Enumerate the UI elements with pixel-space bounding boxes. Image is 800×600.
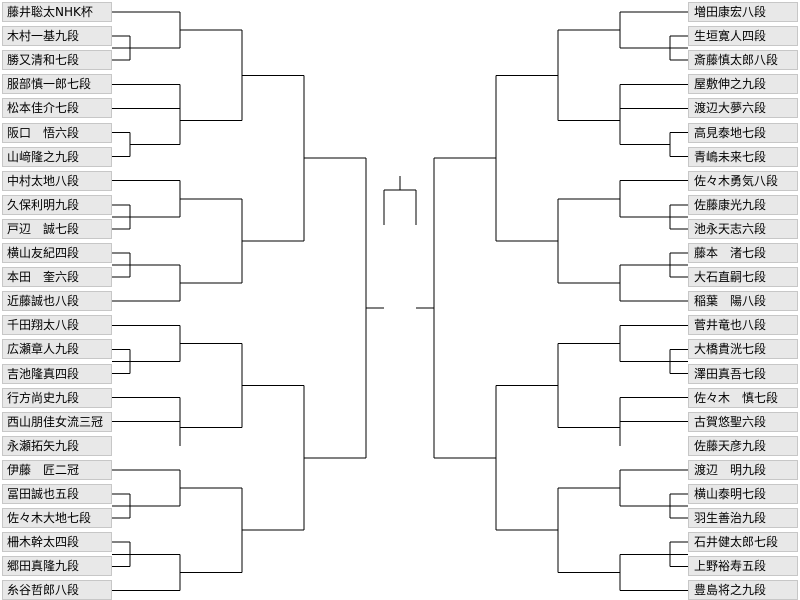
left-player-20[interactable]: 伊藤 匠二冠 [2, 459, 112, 480]
left-player-11[interactable]: 横山友紀四段 [2, 243, 112, 263]
left-player-10[interactable]: 戸辺 誠七段 [2, 218, 112, 239]
right-player-8[interactable]: 佐々木勇気八段 [688, 170, 798, 191]
left-player-4[interactable]: 服部慎一郎七段 [2, 74, 112, 95]
right-player-3[interactable]: 斎藤慎太郎八段 [688, 50, 798, 71]
right-player-10[interactable]: 池永天志六段 [688, 218, 798, 239]
left-player-22[interactable]: 佐々木大地七段 [2, 508, 112, 529]
right-player-16[interactable]: 澤田真吾七段 [688, 363, 798, 384]
left-player-6[interactable]: 阪口 悟六段 [2, 122, 112, 143]
left-player-24[interactable]: 郷田真隆九段 [2, 556, 112, 577]
right-player-6[interactable]: 高見泰地七段 [688, 122, 798, 143]
right-player-5[interactable]: 渡辺大夢六段 [688, 98, 798, 119]
right-player-7[interactable]: 青嶋未来七段 [688, 146, 798, 167]
right-player-22[interactable]: 羽生善治九段 [688, 508, 798, 529]
left-player-15[interactable]: 広瀬章人九段 [2, 339, 112, 360]
right-player-21[interactable]: 横山泰明七段 [688, 484, 798, 504]
right-player-9[interactable]: 佐藤康光九段 [688, 194, 798, 215]
right-player-2[interactable]: 生垣寛人四段 [688, 26, 798, 47]
right-player-20[interactable]: 渡辺 明九段 [688, 459, 798, 480]
left-player-16[interactable]: 吉池隆真四段 [2, 363, 112, 384]
left-player-21[interactable]: 冨田誠也五段 [2, 484, 112, 504]
left-player-14[interactable]: 千田翔太八段 [2, 315, 112, 336]
right-player-11[interactable]: 藤本 渚七段 [688, 243, 798, 263]
left-player-8[interactable]: 中村太地八段 [2, 170, 112, 191]
left-player-5[interactable]: 松本佳介七段 [2, 98, 112, 119]
left-player-12[interactable]: 本田 奎六段 [2, 267, 112, 288]
left-player-23[interactable]: 柵木幹太四段 [2, 532, 112, 553]
right-player-17[interactable]: 佐々木 慎七段 [688, 387, 798, 408]
left-player-25[interactable]: 糸谷哲郎八段 [2, 580, 112, 600]
right-player-13[interactable]: 稲葉 陽八段 [688, 291, 798, 312]
right-player-12[interactable]: 大石直嗣七段 [688, 267, 798, 288]
right-player-25[interactable]: 豊島将之九段 [688, 580, 798, 600]
right-player-1[interactable]: 増田康宏八段 [688, 2, 798, 22]
left-player-7[interactable]: 山﨑隆之九段 [2, 146, 112, 167]
left-player-18[interactable]: 西山朋佳女流三冠 [2, 411, 112, 432]
left-player-1[interactable]: 藤井聡太NHK杯 [2, 2, 112, 22]
left-player-9[interactable]: 久保利明九段 [2, 194, 112, 215]
right-player-4[interactable]: 屋敷伸之九段 [688, 74, 798, 95]
left-player-17[interactable]: 行方尚史九段 [2, 387, 112, 408]
right-player-14[interactable]: 菅井竜也八段 [688, 315, 798, 336]
left-player-2[interactable]: 木村一基九段 [2, 26, 112, 47]
right-player-24[interactable]: 上野裕寿五段 [688, 556, 798, 577]
right-player-23[interactable]: 石井健太郎七段 [688, 532, 798, 553]
left-player-13[interactable]: 近藤誠也八段 [2, 291, 112, 312]
left-player-19[interactable]: 永瀬拓矢九段 [2, 435, 112, 456]
right-player-19[interactable]: 佐藤天彦九段 [688, 435, 798, 456]
right-player-18[interactable]: 古賀悠聖六段 [688, 411, 798, 432]
right-player-15[interactable]: 大橋貴洸七段 [688, 339, 798, 360]
left-player-3[interactable]: 勝又清和七段 [2, 50, 112, 71]
